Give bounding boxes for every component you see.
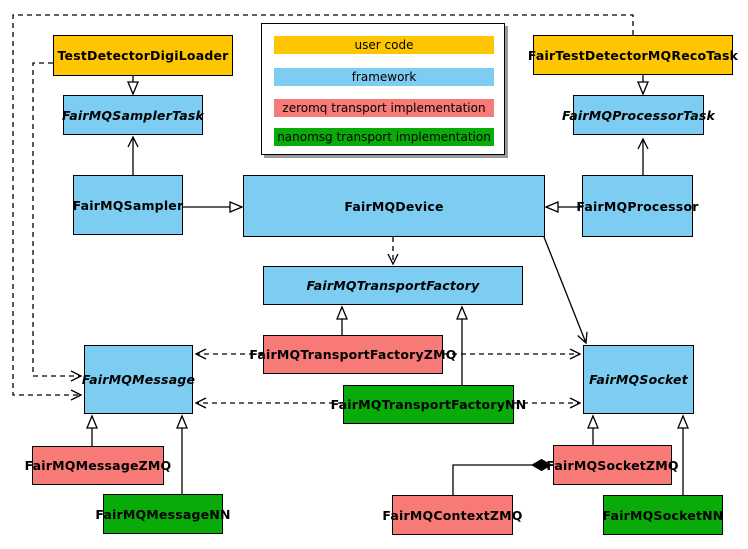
- legend-box: user code framework zeromq transport imp…: [261, 23, 505, 155]
- node-fairmqdevice: FairMQDevice: [243, 175, 545, 237]
- legend-item-framework: framework: [274, 68, 494, 86]
- node-fairtestdetectormqrecotask: FairTestDetectorMQRecoTask: [528, 35, 738, 75]
- node-fairmqprocessortask: FairMQProcessorTask: [562, 95, 715, 135]
- node-fairmqsocketzmq: FairMQSocketZMQ: [546, 445, 678, 485]
- node-fairmqmessagezmq: FairMQMessageZMQ: [25, 446, 171, 485]
- node-fairmqmessage: FairMQMessage: [82, 345, 195, 414]
- legend-item-zeromq: zeromq transport implementation: [274, 99, 494, 117]
- node-fairmqtransportfactorynn: FairMQTransportFactoryNN: [331, 385, 526, 424]
- node-fairmqmessagenn: FairMQMessageNN: [95, 494, 230, 534]
- node-fairmqsampler: FairMQSampler: [73, 175, 183, 235]
- node-fairmqtransportfactory: FairMQTransportFactory: [263, 266, 523, 305]
- node-fairmqsocket: FairMQSocket: [583, 345, 694, 414]
- node-fairmqprocessor: FairMQProcessor: [576, 175, 698, 237]
- node-fairmqtransportfactoryzmq: FairMQTransportFactoryZMQ: [249, 335, 456, 374]
- edge-device-uses-socket: [543, 236, 588, 345]
- node-fairmqcontextzmq: FairMQContextZMQ: [382, 495, 522, 535]
- legend-item-user-code: user code: [274, 36, 494, 54]
- edge-contextzmq-composes-socketzmq: [452, 458, 552, 495]
- legend-item-nanomsg: nanomsg transport implementation: [274, 128, 494, 146]
- node-fairmqsamplertask: FairMQSamplerTask: [62, 95, 204, 135]
- node-testdetectordigiloader: TestDetectorDigiLoader: [53, 35, 233, 76]
- node-fairmqsocketnn: FairMQSocketNN: [603, 495, 723, 535]
